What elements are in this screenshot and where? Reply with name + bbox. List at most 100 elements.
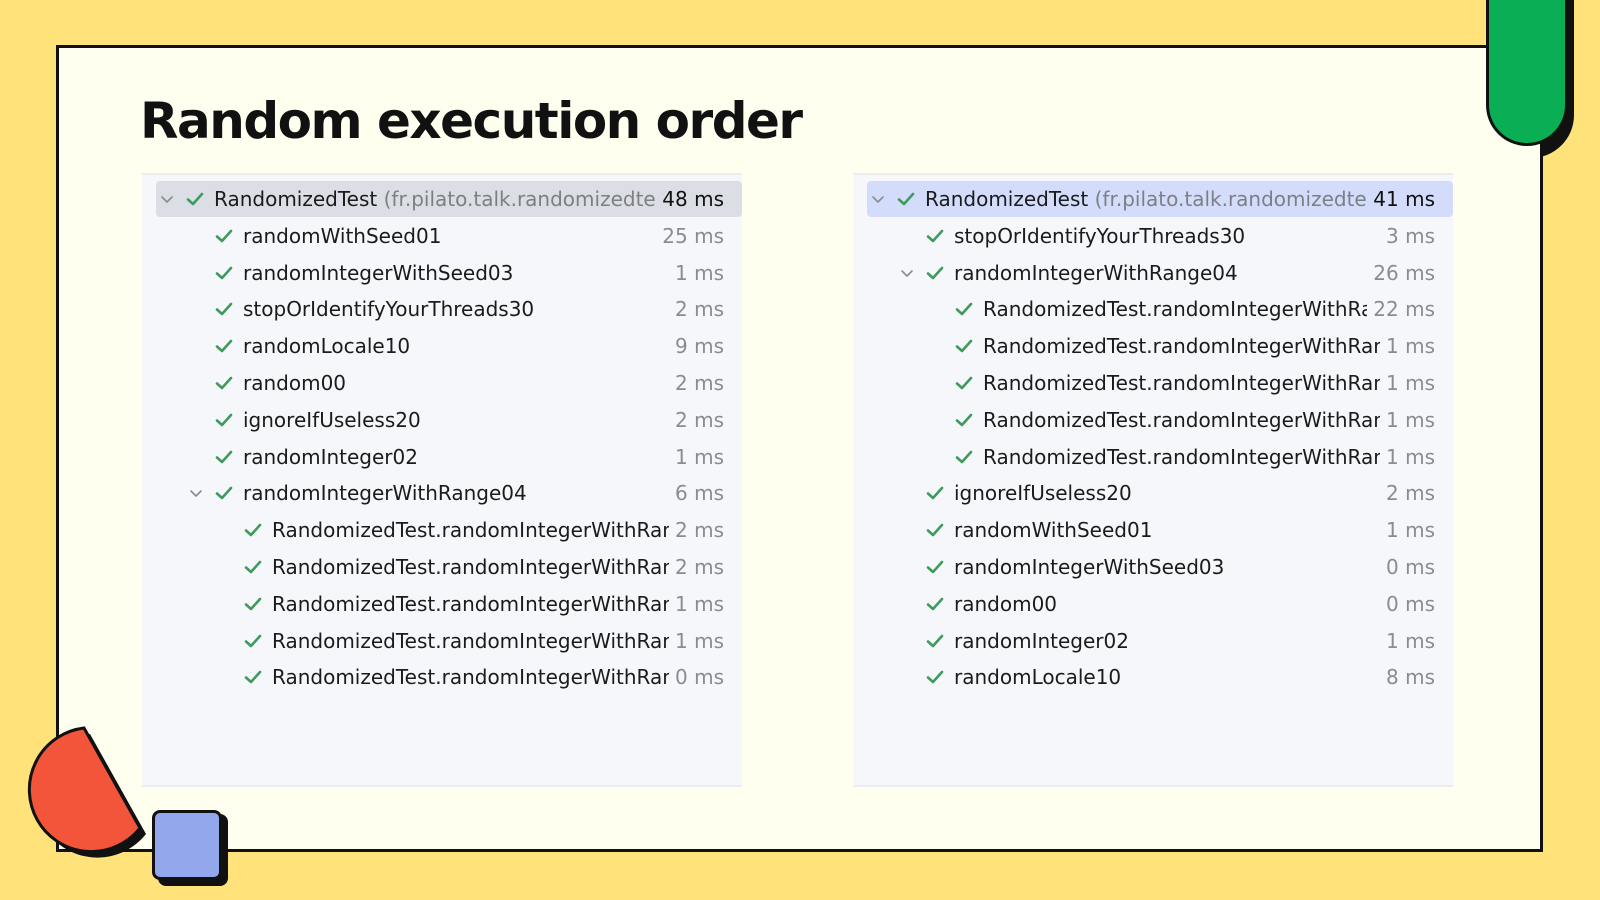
test-row[interactable]: randomInteger02 1 ms xyxy=(156,439,742,475)
test-row[interactable]: randomLocale10 8 ms xyxy=(867,659,1453,695)
check-icon xyxy=(924,556,946,578)
test-row[interactable]: randomWithSeed01 25 ms xyxy=(156,218,742,254)
chevron-down-icon[interactable] xyxy=(867,188,889,210)
test-row[interactable]: RandomizedTest.randomIntegerWithRange 1 … xyxy=(156,586,742,622)
test-row[interactable]: randomLocale10 9 ms xyxy=(156,328,742,364)
test-name: RandomizedTest.randomIntegerWithRange xyxy=(983,408,1380,432)
blue-square-shape xyxy=(152,810,222,880)
test-name-label: RandomizedTest.randomIntegerWithRange xyxy=(983,407,1381,432)
test-row[interactable]: ignoreIfUseless20 2 ms xyxy=(867,475,1453,511)
test-row[interactable]: random00 2 ms xyxy=(156,365,742,401)
test-name-label: RandomizedTest.randomIntegerWithRange xyxy=(983,371,1381,395)
test-name-label: RandomizedTest.randomIntegerWithRange xyxy=(983,334,1381,359)
test-duration: 22 ms xyxy=(1373,297,1435,322)
test-duration: 0 ms xyxy=(675,665,724,690)
test-row[interactable]: ignoreIfUseless20 2 ms xyxy=(156,402,742,438)
test-duration: 3 ms xyxy=(1386,223,1435,248)
test-row[interactable]: randomIntegerWithRange04 26 ms xyxy=(867,255,1453,291)
package-label: (fr.pilato.talk.randomizedtesting) xyxy=(1094,187,1368,211)
test-name: randomLocale10 xyxy=(954,665,1380,689)
test-row[interactable]: stopOrIdentifyYourThreads30 2 ms xyxy=(156,291,742,327)
chevron-down-icon[interactable] xyxy=(896,262,918,284)
test-row[interactable]: RandomizedTest.randomIntegerWithRange 1 … xyxy=(867,328,1453,364)
check-icon xyxy=(924,262,946,284)
test-name-label: RandomizedTest.randomIntegerWithRange xyxy=(272,518,670,543)
chevron-down-icon[interactable] xyxy=(185,482,207,504)
test-row[interactable]: randomIntegerWithRange04 6 ms xyxy=(156,475,742,511)
test-row[interactable]: RandomizedTest.randomIntegerWithRange 1 … xyxy=(867,365,1453,401)
test-duration: 0 ms xyxy=(1386,555,1435,579)
test-name: stopOrIdentifyYourThreads30 xyxy=(243,297,669,321)
test-row[interactable]: RandomizedTest.randomIntegerWithRange 22… xyxy=(867,291,1453,327)
test-row[interactable]: RandomizedTest.randomIntegerWithRange 2 … xyxy=(156,512,742,548)
test-name-label: stopOrIdentifyYourThreads30 xyxy=(954,223,1246,248)
test-row[interactable]: RandomizedTest.randomIntegerWithRange 1 … xyxy=(867,402,1453,438)
test-row[interactable]: RandomizedTest.randomIntegerWithRange 1 … xyxy=(156,623,742,659)
check-icon xyxy=(213,482,235,504)
check-icon xyxy=(242,666,264,688)
check-icon xyxy=(213,262,235,284)
test-name-label: RandomizedTest xyxy=(925,187,1089,211)
test-name: RandomizedTest.randomIntegerWithRange xyxy=(983,334,1380,358)
test-tree-right: RandomizedTest (fr.pilato.talk.randomize… xyxy=(853,173,1453,787)
test-name-label: randomLocale10 xyxy=(243,334,411,359)
test-duration: 1 ms xyxy=(1386,628,1435,653)
chevron-placeholder xyxy=(185,372,207,394)
chevron-down-icon[interactable] xyxy=(156,188,178,210)
test-name-label: RandomizedTest.randomIntegerWithRange xyxy=(983,444,1381,469)
chevron-placeholder xyxy=(185,298,207,320)
check-icon xyxy=(242,593,264,615)
test-duration: 2 ms xyxy=(1386,481,1435,506)
chevron-placeholder xyxy=(925,335,947,357)
test-row[interactable]: randomWithSeed01 1 ms xyxy=(867,512,1453,548)
test-name: RandomizedTest.randomIntegerWithRange xyxy=(272,592,669,616)
test-row[interactable]: random00 0 ms xyxy=(867,586,1453,622)
test-name-label: randomIntegerWithRange04 xyxy=(954,260,1238,285)
test-name-label: stopOrIdentifyYourThreads30 xyxy=(243,297,535,322)
check-icon xyxy=(213,225,235,247)
test-row[interactable]: randomInteger02 1 ms xyxy=(867,623,1453,659)
test-suite-root[interactable]: RandomizedTest (fr.pilato.talk.randomize… xyxy=(867,181,1453,217)
check-icon xyxy=(924,630,946,652)
red-disc-decoration xyxy=(27,726,146,858)
test-row[interactable]: RandomizedTest.randomIntegerWithRange 0 … xyxy=(156,659,742,695)
test-name: randomIntegerWithSeed03 xyxy=(954,555,1380,579)
test-row[interactable]: randomIntegerWithSeed03 0 ms xyxy=(867,549,1453,585)
test-row[interactable]: stopOrIdentifyYourThreads30 3 ms xyxy=(867,218,1453,254)
test-name: RandomizedTest.randomIntegerWithRange xyxy=(983,445,1380,469)
test-name-label: randomInteger02 xyxy=(243,444,418,469)
test-duration: 25 ms xyxy=(662,223,724,248)
test-row[interactable]: randomIntegerWithSeed03 1 ms xyxy=(156,255,742,291)
test-name-label: randomWithSeed01 xyxy=(243,223,442,248)
test-name: ignoreIfUseless20 xyxy=(243,408,669,432)
test-duration: 2 ms xyxy=(675,407,724,432)
test-duration: 26 ms xyxy=(1373,260,1435,285)
test-name: randomIntegerWithRange04 xyxy=(954,261,1367,285)
green-pill-shape xyxy=(1486,0,1568,146)
test-duration: 1 ms xyxy=(1386,518,1435,543)
check-icon xyxy=(953,335,975,357)
check-icon xyxy=(213,372,235,394)
chevron-placeholder xyxy=(214,556,236,578)
test-duration: 41 ms xyxy=(1373,187,1435,211)
test-duration: 1 ms xyxy=(675,260,724,285)
check-icon xyxy=(924,519,946,541)
test-name-label: randomWithSeed01 xyxy=(954,518,1153,543)
test-name: randomInteger02 xyxy=(954,629,1380,653)
test-name: randomIntegerWithSeed03 xyxy=(243,261,669,285)
test-name: RandomizedTest.randomIntegerWithRange xyxy=(983,371,1380,395)
test-name: randomLocale10 xyxy=(243,334,669,358)
test-name-label: randomInteger02 xyxy=(954,628,1129,653)
test-row[interactable]: RandomizedTest.randomIntegerWithRange 2 … xyxy=(156,549,742,585)
check-icon xyxy=(924,593,946,615)
test-duration: 2 ms xyxy=(675,518,724,543)
test-suite-root[interactable]: RandomizedTest (fr.pilato.talk.randomize… xyxy=(156,181,742,217)
check-icon xyxy=(213,409,235,431)
test-name-label: randomIntegerWithSeed03 xyxy=(954,555,1225,579)
test-row[interactable]: RandomizedTest.randomIntegerWithRange 1 … xyxy=(867,439,1453,475)
test-name: RandomizedTest (fr.pilato.talk.randomize… xyxy=(214,187,656,211)
chevron-placeholder xyxy=(185,225,207,247)
test-name: ignoreIfUseless20 xyxy=(954,481,1380,505)
chevron-placeholder xyxy=(185,262,207,284)
test-duration: 1 ms xyxy=(1386,407,1435,432)
